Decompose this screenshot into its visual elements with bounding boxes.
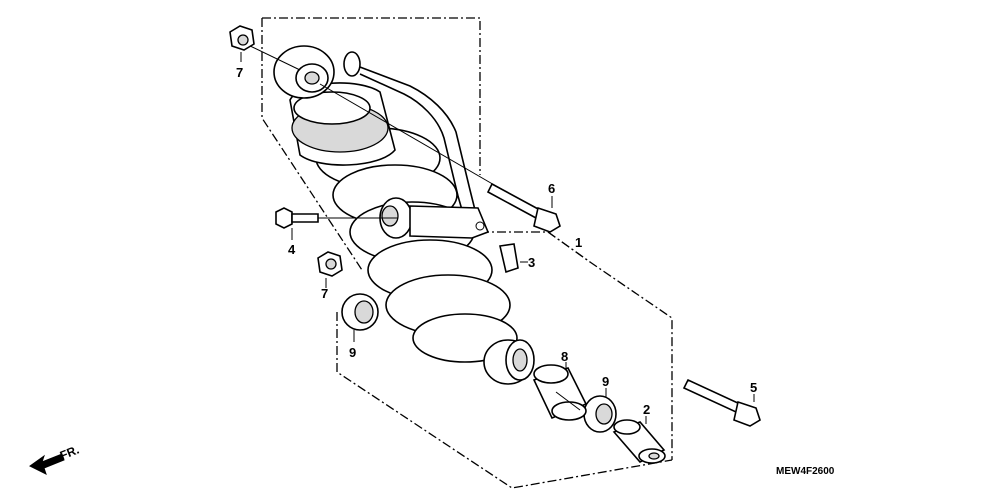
- front-direction-arrow: [29, 453, 65, 475]
- collar: [612, 419, 666, 464]
- nut-upper: [229, 25, 301, 71]
- label-tag: [499, 243, 519, 274]
- dust-seal-right: [583, 395, 617, 433]
- callout-8: 8: [561, 349, 568, 364]
- upper-bolt: [319, 83, 561, 233]
- callout-5: 5: [750, 380, 757, 395]
- callout-7-lower: 7: [321, 286, 328, 301]
- lower-bolt: [682, 378, 761, 427]
- assembly-boundary: [261, 17, 673, 489]
- callout-3: 3: [528, 255, 535, 270]
- rear-shock-absorber: [273, 45, 535, 385]
- nut-lower: [317, 251, 343, 277]
- mount-bolt: [275, 207, 398, 229]
- callout-2: 2: [643, 402, 650, 417]
- leader-lines: [240, 52, 755, 424]
- callout-9-right: 9: [602, 374, 609, 389]
- diagram-code: MEW4F2600: [776, 466, 835, 477]
- dust-seal-left: [341, 293, 379, 331]
- callout-7-upper: 7: [236, 65, 243, 80]
- callout-4: 4: [288, 242, 296, 257]
- callout-6: 6: [548, 181, 555, 196]
- callout-1: 1: [575, 235, 582, 250]
- callout-9-left: 9: [349, 345, 356, 360]
- front-direction-label: FR.: [58, 443, 81, 463]
- needle-bearing: [532, 364, 588, 421]
